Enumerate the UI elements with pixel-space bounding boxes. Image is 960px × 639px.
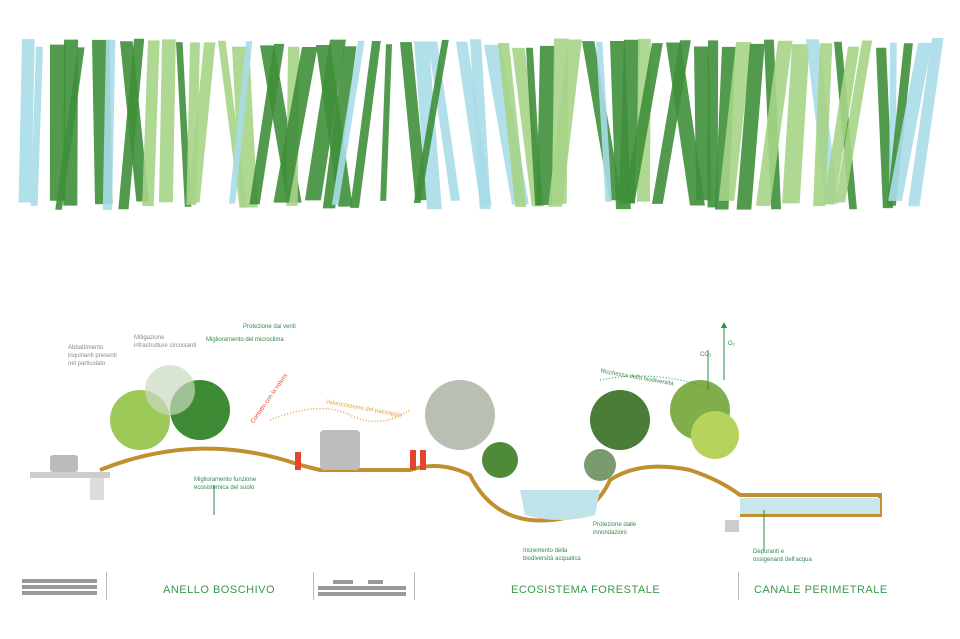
- plan-patch: [142, 40, 160, 207]
- plan-patch: [188, 42, 216, 203]
- plan-patch: [835, 40, 873, 203]
- plan-patch: [55, 47, 85, 210]
- plan-patch: [886, 43, 913, 206]
- road: [30, 472, 110, 478]
- canal-wall: [725, 520, 739, 532]
- plan-patch: [876, 47, 894, 209]
- divider: [738, 572, 739, 600]
- canal: [740, 498, 880, 514]
- plan-patch: [536, 45, 556, 206]
- label-o2: O₂: [728, 341, 735, 347]
- plan-patch: [249, 43, 285, 205]
- car: [50, 455, 78, 472]
- plan-patch: [718, 42, 752, 201]
- plan-patch: [782, 44, 810, 204]
- plan-patch: [331, 40, 365, 205]
- legend-blocks-1: [22, 579, 97, 595]
- plan-patch: [813, 43, 833, 207]
- plan-patch: [118, 38, 145, 210]
- biodiversity-path: [599, 375, 701, 386]
- divider: [106, 572, 107, 600]
- divider: [414, 572, 415, 600]
- plan-patch: [736, 43, 765, 210]
- plan-patch: [907, 38, 944, 207]
- plan-patch: [623, 43, 663, 204]
- divider: [313, 572, 314, 600]
- plan-patch: [755, 40, 793, 206]
- plan-patch: [694, 46, 711, 201]
- masterplan-strip: [18, 38, 944, 210]
- annotation-soil: Miglioramento funzione ecosistemica del …: [194, 477, 257, 491]
- foundation: [90, 478, 104, 500]
- plan-patch: [322, 46, 357, 209]
- pond: [520, 490, 600, 520]
- plan-patch: [228, 41, 253, 204]
- annotation-pollutants: Abbattimento inquinanti presenti nel par…: [68, 345, 117, 367]
- label-co2: CO₂: [700, 352, 712, 358]
- annotation-microclimate: Miglioramento del microclima: [206, 337, 284, 343]
- person: [420, 450, 426, 470]
- plan-patch: [273, 46, 318, 203]
- trees: [110, 365, 739, 481]
- plan-patch: [823, 46, 860, 205]
- zone-ecosistema-forestale: ECOSISTEMA FORESTALE: [511, 584, 661, 596]
- person: [410, 450, 416, 470]
- plan-patch: [159, 39, 176, 203]
- plan-patch: [498, 42, 527, 208]
- section-drawing: [30, 322, 882, 550]
- plan-patch: [548, 39, 582, 207]
- plan-patch: [596, 41, 612, 202]
- plan-patch: [304, 39, 346, 201]
- plan-patch: [18, 39, 35, 203]
- annotation-aquatic: Incremento della biodiversità acquatica: [523, 548, 581, 562]
- plan-patch: [49, 44, 66, 201]
- ground-line: [99, 446, 882, 523]
- plan-patch: [102, 39, 116, 210]
- legend-blocks-2: [318, 580, 406, 596]
- plan-patch: [380, 44, 393, 201]
- bus: [320, 430, 360, 470]
- zone-canale-perimetrale: CANALE PERIMETRALE: [754, 584, 888, 596]
- plan-patch: [888, 42, 932, 201]
- annotation-water: Depuranti e ossigenanti dell'acqua: [753, 549, 812, 563]
- zone-anello-boschivo: ANELLO BOSCHIVO: [163, 584, 276, 596]
- landscape-path: [269, 407, 411, 423]
- annotation-flood: Protezione dalle innondazioni: [593, 522, 637, 536]
- annotation-mitigation: Mitigazione infrastrutture circostanti: [134, 335, 197, 349]
- person: [295, 452, 301, 470]
- plan-patch: [350, 40, 381, 208]
- plan-patch: [714, 46, 736, 210]
- plan-patch: [470, 39, 491, 209]
- annotation-wind: Protezione dai venti: [243, 324, 296, 330]
- plan-patch: [30, 46, 43, 206]
- plan-patch: [413, 39, 449, 204]
- plan-patch: [651, 40, 691, 204]
- plan-patch: [707, 40, 719, 208]
- plan-patch: [400, 42, 428, 201]
